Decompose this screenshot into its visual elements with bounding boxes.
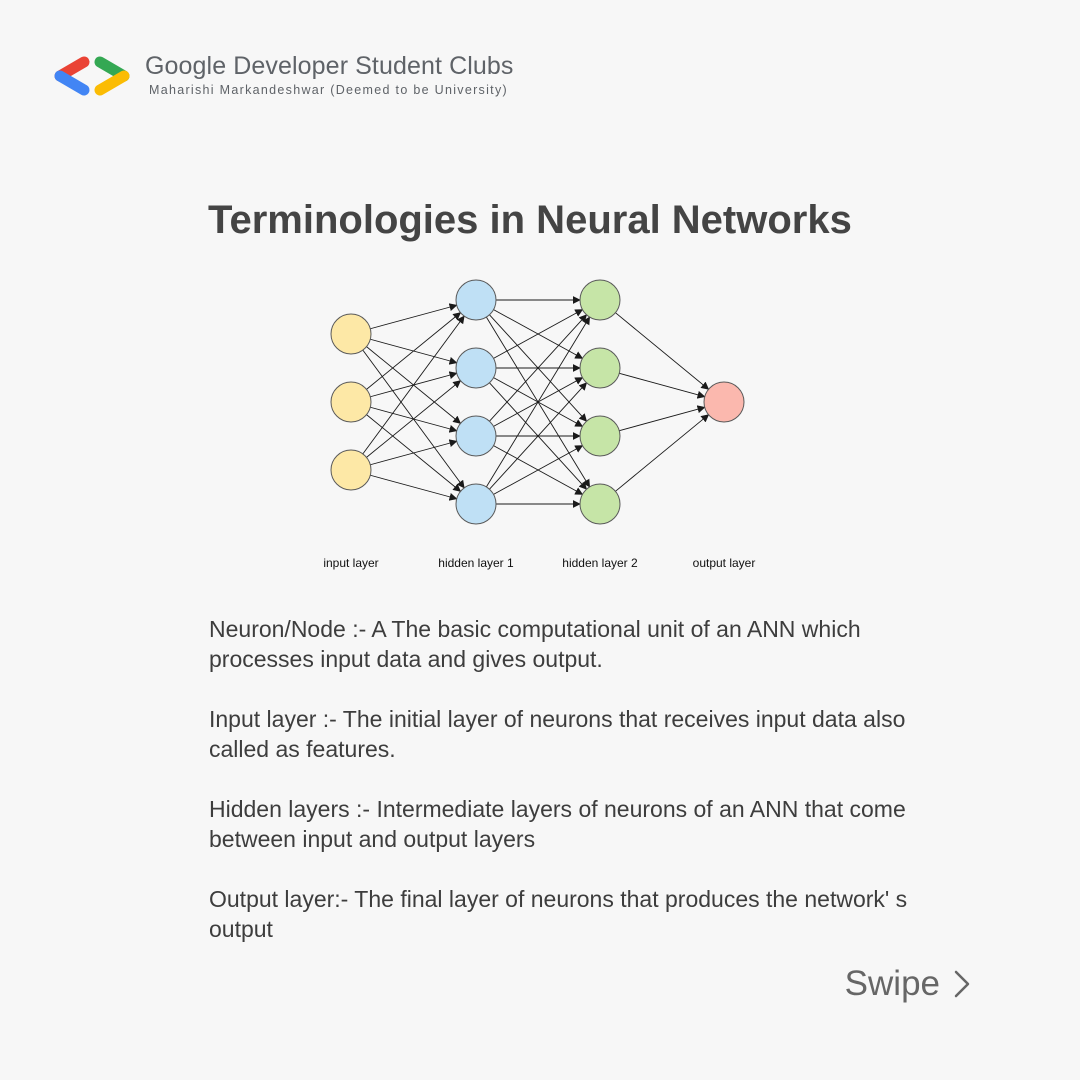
neuron-layer2-2 xyxy=(579,415,621,457)
logo-blue-stroke xyxy=(54,70,90,96)
connection-1-1-0 xyxy=(493,309,584,359)
chevron-right-icon xyxy=(954,970,970,998)
neuron-layer1-2 xyxy=(455,415,497,457)
connection-0-1-0 xyxy=(366,312,462,390)
brand-name: Google Developer Student Clubs xyxy=(145,52,514,80)
connection-1-3-1 xyxy=(489,382,588,490)
connection-2-1-0 xyxy=(619,372,706,399)
header: Google Developer Student Clubs Maharishi… xyxy=(52,50,612,100)
connection-0-2-1 xyxy=(366,380,462,458)
connection-2-2-0 xyxy=(619,405,706,432)
connection-0-2-3 xyxy=(370,474,458,501)
connection-0-0-0 xyxy=(370,303,458,330)
connection-0-2-0 xyxy=(362,315,465,455)
neural-network-diagram: input layer hidden layer 1 hidden layer 2 o… xyxy=(323,279,755,570)
layer-label-2: hidden layer 2 xyxy=(562,556,638,570)
neuron-layer2-3 xyxy=(579,483,621,525)
connection-1-2-0 xyxy=(489,314,588,422)
neuron-layer0-1 xyxy=(330,381,372,423)
connection-1-3-0 xyxy=(486,316,591,488)
neuron-layer1-0 xyxy=(455,279,497,321)
neuron-layer1-3 xyxy=(455,483,497,525)
definition-hidden-layers: Hidden layers :- Intermediate layers of … xyxy=(209,796,906,852)
neuron-layer3-0 xyxy=(703,381,745,423)
neuron-layer0-2 xyxy=(330,449,372,491)
brand-chapter: Maharishi Markandeshwar (Deemed to be Un… xyxy=(149,83,508,97)
connections xyxy=(362,296,710,508)
connection-1-3-2 xyxy=(493,445,584,495)
logo-yellow-stroke xyxy=(94,70,130,96)
layer-label-3: output layer xyxy=(693,556,756,570)
definitions-list: Neuron/Node :- A The basic computational… xyxy=(209,614,949,974)
definition-input-layer: Input layer :- The initial layer of neur… xyxy=(209,706,906,762)
definition-output-layer: Output layer:- The final layer of neuron… xyxy=(209,886,908,942)
layer-label-0: input layer xyxy=(323,556,378,570)
neuron-layer2-0 xyxy=(579,279,621,321)
connection-2-3-0 xyxy=(615,414,710,492)
swipe-label: Swipe xyxy=(844,964,940,1003)
connection-2-0-0 xyxy=(615,312,710,390)
layer-labels: input layer hidden layer 1 hidden layer 2 o… xyxy=(323,556,755,570)
neurons xyxy=(330,279,745,525)
neuron-layer1-1 xyxy=(455,347,497,389)
page-title: Terminologies in Neural Networks xyxy=(208,198,852,242)
layer-label-1: hidden layer 1 xyxy=(438,556,514,570)
connection-0-2-2 xyxy=(370,439,458,466)
definition-neuron: Neuron/Node :- A The basic computational… xyxy=(209,616,861,672)
neuron-layer0-0 xyxy=(330,313,372,355)
swipe-button[interactable]: Swipe xyxy=(845,964,972,1004)
neuron-layer2-1 xyxy=(579,347,621,389)
gdsc-logo-icon xyxy=(54,56,130,96)
